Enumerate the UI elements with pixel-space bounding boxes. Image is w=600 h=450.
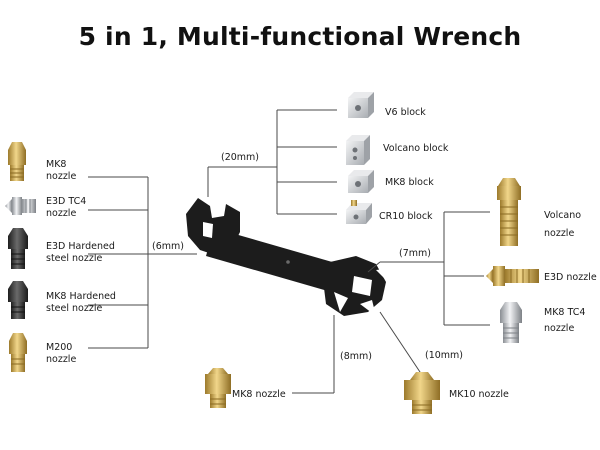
block-cr10: CR10 block — [346, 200, 433, 224]
left-nozzle-m200: M200 nozzle — [9, 333, 76, 372]
right-nozzle-label-line1: MK8 TC4 — [544, 307, 585, 318]
brass-nozzle-icon — [8, 142, 26, 181]
block-label: V6 block — [385, 107, 426, 118]
left-nozzle-e3d-tc4: E3D TC4 nozzle — [5, 196, 86, 219]
brass-nozzle-icon — [205, 368, 231, 408]
dimension-8mm: (8mm) — [340, 351, 372, 362]
left-nozzle-label-line1: E3D TC4 — [46, 196, 86, 207]
block-label: Volcano block — [383, 143, 449, 154]
right-nozzle-volcano: Volcano nozzle — [497, 178, 581, 246]
dimension-7mm: (7mm) — [399, 248, 431, 259]
right-nozzle-label-line2: nozzle — [544, 228, 574, 239]
page-title: 5 in 1, Multi-functional Wrench — [78, 22, 522, 51]
left-nozzle-label-line1: M200 — [46, 342, 72, 353]
block-label: CR10 block — [379, 211, 433, 222]
brass-nozzle-icon — [486, 266, 539, 286]
left-nozzle-label-line2: steel nozzle — [46, 253, 102, 264]
bottom-nozzle-mk8: MK8 nozzle — [205, 368, 286, 408]
left-nozzle-e3d-hardened: E3D Hardened steel nozzle — [8, 228, 115, 269]
right-bracket-lines — [367, 211, 490, 326]
cr10-block-icon — [346, 200, 372, 224]
block-mk8: MK8 block — [348, 170, 434, 193]
block-volcano: Volcano block — [346, 135, 449, 165]
right-nozzle-label-line2: nozzle — [544, 323, 574, 334]
brass-nozzle-icon — [497, 178, 521, 246]
steel-nozzle-icon — [500, 302, 522, 343]
dimension-10mm: (10mm) — [425, 350, 463, 361]
block-v6: V6 block — [348, 92, 426, 118]
block-label: MK8 block — [385, 177, 434, 188]
left-nozzle-mk8-hardened: MK8 Hardened steel nozzle — [8, 281, 116, 319]
volcano-block-icon — [346, 135, 370, 165]
hardened-nozzle-icon — [8, 281, 28, 319]
left-nozzle-label-line2: nozzle — [46, 171, 76, 182]
top-bracket-lines — [207, 109, 337, 215]
brass-nozzle-icon — [404, 372, 440, 414]
dimension-20mm: (20mm) — [221, 152, 259, 163]
wrench-icon — [186, 198, 392, 316]
right-nozzle-mk8-tc4: MK8 TC4 nozzle — [500, 302, 585, 343]
hardened-nozzle-icon — [8, 228, 28, 269]
brass-nozzle-icon — [9, 333, 27, 372]
bottom-nozzle-label: MK10 nozzle — [449, 389, 509, 400]
left-nozzle-label-line2: nozzle — [46, 354, 76, 365]
bottom-lines — [292, 311, 425, 394]
right-nozzle-label-line1: Volcano — [544, 210, 581, 221]
mk8-block-icon — [348, 170, 374, 193]
left-nozzle-label-line1: MK8 Hardened — [46, 291, 116, 302]
left-nozzle-label-line1: E3D Hardened — [46, 241, 115, 252]
left-nozzle-mk8: MK8 nozzle — [8, 142, 76, 182]
left-nozzle-label-line2: nozzle — [46, 208, 76, 219]
left-nozzle-label-line1: MK8 — [46, 159, 66, 170]
left-bracket-lines — [88, 176, 197, 349]
bottom-nozzle-mk10: MK10 nozzle — [404, 372, 509, 414]
steel-nozzle-icon — [5, 197, 36, 215]
right-nozzle-e3d: E3D nozzle — [486, 266, 597, 286]
v6-block-icon — [348, 92, 374, 118]
right-nozzle-label-line1: E3D nozzle — [544, 272, 597, 283]
dimension-6mm: (6mm) — [152, 241, 184, 252]
left-nozzle-label-line2: steel nozzle — [46, 303, 102, 314]
bottom-nozzle-label: MK8 nozzle — [232, 389, 286, 400]
